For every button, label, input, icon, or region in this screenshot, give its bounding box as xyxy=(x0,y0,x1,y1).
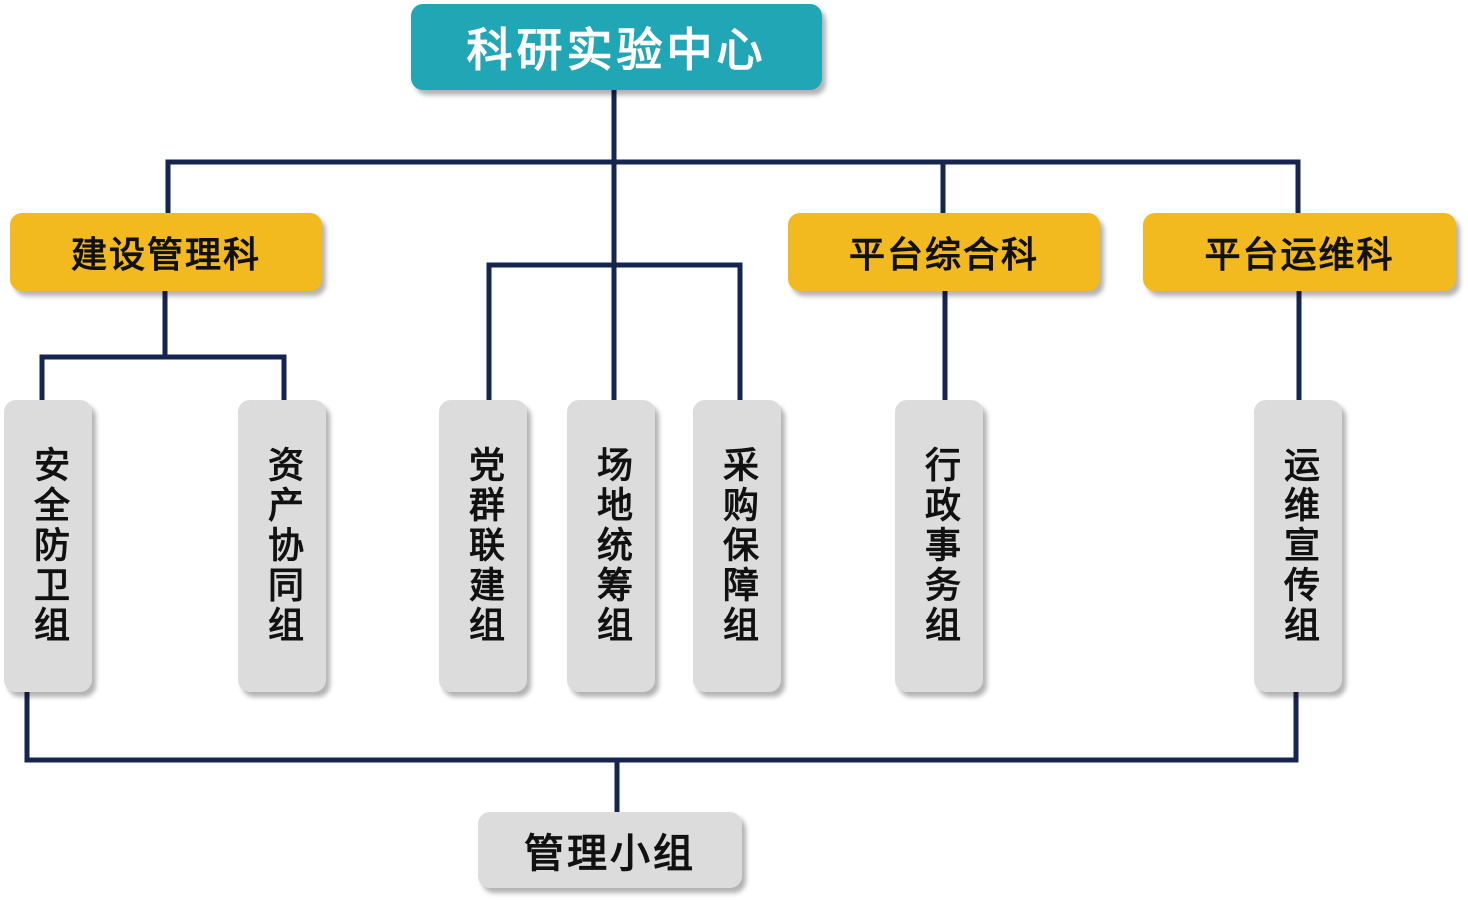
root-node: 科研实验中心 xyxy=(411,4,822,90)
management-label: 管理小组 xyxy=(524,831,696,877)
group-procurement-support: 采购保障组 xyxy=(693,400,781,692)
dept-platform-operations: 平台运维科 xyxy=(1143,213,1456,291)
dept-label: 建设管理科 xyxy=(70,235,261,276)
group-label: 资产协同组 xyxy=(262,446,303,646)
dept-label: 平台综合科 xyxy=(848,235,1039,276)
management-group-node: 管理小组 xyxy=(478,812,742,888)
group-label: 场地统筹组 xyxy=(591,446,632,646)
group-venue-planning: 场地统筹组 xyxy=(567,400,655,692)
group-label: 采购保障组 xyxy=(717,446,758,646)
dept-construction-management: 建设管理科 xyxy=(10,213,322,291)
dept-label: 平台运维科 xyxy=(1204,235,1395,276)
group-label: 党群联建组 xyxy=(463,446,504,646)
group-asset-coordination: 资产协同组 xyxy=(238,400,326,692)
group-party-building: 党群联建组 xyxy=(439,400,527,692)
group-security-defense: 安全防卫组 xyxy=(4,400,92,692)
group-label: 运维宣传组 xyxy=(1278,446,1319,646)
group-label: 行政事务组 xyxy=(919,446,960,646)
group-label: 安全防卫组 xyxy=(28,446,69,646)
group-administrative-affairs: 行政事务组 xyxy=(895,400,983,692)
group-ops-promotion: 运维宣传组 xyxy=(1254,400,1342,692)
dept-platform-general: 平台综合科 xyxy=(788,213,1100,291)
root-label: 科研实验中心 xyxy=(466,23,767,77)
